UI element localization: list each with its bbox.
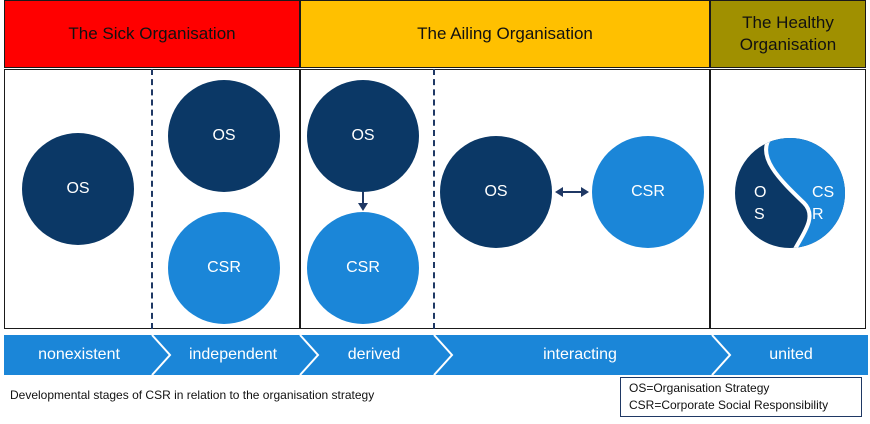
circle-os-interacting: OS bbox=[440, 136, 552, 248]
header-healthy-label-line1: The Healthy bbox=[742, 13, 834, 32]
circle-os-nonexistent: OS bbox=[22, 133, 134, 245]
header-ailing-label: The Ailing Organisation bbox=[417, 24, 593, 43]
legend-os: OS=Organisation Strategy bbox=[629, 381, 770, 395]
circle-csr-independent-label: CSR bbox=[207, 259, 241, 276]
circle-os-derived: OS bbox=[307, 80, 419, 192]
header-healthy-label-line2: Organisation bbox=[739, 35, 837, 54]
circle-csr-independent: CSR bbox=[168, 212, 280, 324]
derived-down-arrow bbox=[358, 192, 368, 211]
circle-os-independent-label: OS bbox=[212, 127, 236, 144]
separator-derived-interacting bbox=[433, 69, 435, 329]
stage-derived: derived bbox=[347, 346, 401, 363]
figure-caption: Developmental stages of CSR in relation … bbox=[10, 388, 375, 402]
header-sick-organisation: The Sick Organisation bbox=[4, 0, 300, 68]
stage-interacting: interacting bbox=[543, 346, 617, 363]
united-csr-label-1: CS bbox=[812, 184, 834, 201]
united-csr-label-2: R bbox=[812, 206, 824, 223]
united-os-label-1: O bbox=[754, 184, 766, 201]
circle-os-independent: OS bbox=[168, 80, 280, 192]
separator-nonexistent-independent bbox=[151, 69, 153, 329]
interacting-double-arrow bbox=[555, 187, 589, 197]
stage-arrow-bar bbox=[4, 335, 868, 375]
united-os-label-2: S bbox=[754, 206, 765, 223]
header-healthy-organisation: The Healthy Organisation bbox=[710, 0, 866, 68]
legend-csr: CSR=Corporate Social Responsibility bbox=[629, 398, 829, 412]
circle-os-derived-label: OS bbox=[351, 127, 375, 144]
circle-csr-derived-label: CSR bbox=[346, 259, 380, 276]
circle-os-interacting-label: OS bbox=[484, 183, 508, 200]
stage-independent: independent bbox=[188, 346, 278, 363]
circle-os-nonexistent-label: OS bbox=[66, 180, 90, 197]
united-circle: O S CS R bbox=[735, 138, 845, 248]
header-sick-label: The Sick Organisation bbox=[68, 24, 236, 43]
legend-box: OS=Organisation Strategy CSR=Corporate S… bbox=[620, 377, 862, 417]
stage-nonexistent: nonexistent bbox=[38, 346, 120, 363]
stage-united: united bbox=[769, 346, 813, 363]
circle-csr-derived: CSR bbox=[307, 212, 419, 324]
header-ailing-organisation: The Ailing Organisation bbox=[300, 0, 710, 68]
circle-csr-interacting-label: CSR bbox=[631, 183, 665, 200]
circle-csr-interacting: CSR bbox=[592, 136, 704, 248]
